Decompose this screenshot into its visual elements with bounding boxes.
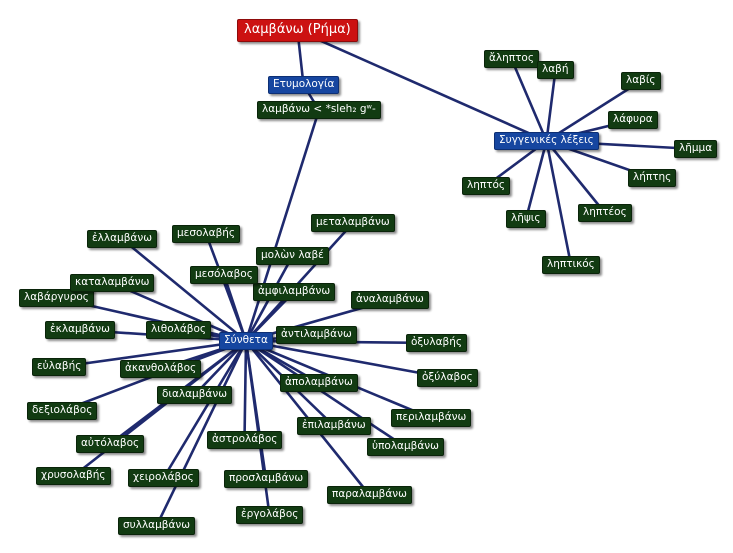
compound-word[interactable]: περιλαμβάνω — [391, 409, 472, 427]
compound-word[interactable]: καταλαμβάνω — [70, 274, 155, 292]
edge-compound-word — [222, 273, 248, 343]
related-word[interactable]: λάφυρα — [608, 111, 658, 129]
related-word[interactable]: λήπτης — [628, 169, 677, 187]
edge-compound-word — [110, 281, 248, 343]
compound-word[interactable]: διαλαμβάνω — [157, 386, 232, 404]
compound-word[interactable]: ὑπολαμβάνω — [367, 438, 444, 456]
edge-related-word — [545, 139, 607, 215]
hub-etymology[interactable]: Ετυμολογία — [268, 76, 340, 94]
edge-compound-word — [243, 339, 248, 442]
etymology-item[interactable]: λαμβάνω < *sleh₂ gʷ- — [257, 101, 381, 119]
compound-word[interactable]: εὐλαβής — [32, 358, 87, 376]
edge-compound-word — [155, 339, 248, 528]
compound-word[interactable]: ἐπιλαμβάνω — [297, 417, 371, 435]
compound-word[interactable]: ἀκανθολάβος — [120, 360, 202, 378]
edge-related-word — [510, 57, 548, 143]
root-node[interactable]: λαμβάνω (Ρήμα) — [237, 19, 358, 42]
related-word[interactable]: ληπτικός — [542, 256, 600, 274]
compound-word[interactable]: ἐλλαμβάνω — [87, 230, 157, 248]
edge-compound-word — [244, 339, 449, 380]
edge-compound-word — [162, 339, 248, 480]
edge-compound-word — [244, 339, 407, 449]
related-word[interactable]: λῆψις — [506, 210, 546, 228]
hub-related-words[interactable]: Συγγενικές λέξεις — [494, 132, 599, 150]
compound-word[interactable]: ὀξυλαβής — [406, 334, 468, 352]
edge-related-word — [545, 68, 557, 143]
edge-etymology-compounds — [244, 108, 321, 343]
hub-compounds[interactable]: Σύνθετα — [219, 332, 273, 350]
compound-word[interactable]: μεσόλαβος — [190, 266, 258, 284]
related-word[interactable]: ἄληπτος — [484, 50, 540, 68]
compound-word[interactable]: μολὼν λαβέ — [256, 247, 329, 265]
compound-word[interactable]: ἀπολαμβάνω — [280, 374, 358, 392]
compound-word[interactable]: ὀξύλαβος — [417, 369, 478, 387]
compound-word[interactable]: λαβάργυρος — [19, 289, 94, 307]
related-word[interactable]: ληπτός — [462, 177, 511, 195]
related-word[interactable]: λῆμμα — [674, 140, 718, 158]
compound-word[interactable]: χρυσολαβής — [36, 467, 111, 485]
edge-root-related — [296, 29, 548, 143]
compound-word[interactable]: συλλαμβάνω — [118, 517, 196, 535]
compound-word[interactable]: ἀντιλαμβάνω — [276, 326, 357, 344]
compound-word[interactable]: προσλαμβάνω — [224, 470, 309, 488]
compound-word[interactable]: δεξιολάβος — [27, 402, 98, 420]
compound-word[interactable]: χειρολάβος — [128, 469, 199, 487]
compound-word[interactable]: μεσολαβής — [172, 225, 241, 243]
edge-related-word — [545, 79, 643, 143]
edge-compound-word — [57, 339, 248, 369]
compound-word[interactable]: ἀμφιλαμβάνω — [253, 283, 336, 301]
related-word[interactable]: λαβίς — [621, 72, 661, 90]
compound-word[interactable]: ἐργολάβος — [236, 506, 304, 524]
compound-word[interactable]: ἐκλαμβάνω — [45, 321, 115, 339]
edge-related-word — [545, 139, 573, 267]
edge-compound-word — [120, 237, 248, 343]
edge-compound-word — [72, 339, 248, 478]
compound-word[interactable]: παραλαμβάνω — [327, 486, 412, 504]
compound-word[interactable]: αὐτόλαβος — [76, 435, 145, 453]
compound-word[interactable]: μεταλαμβάνω — [311, 214, 395, 232]
edge-related-word — [524, 139, 548, 221]
compound-word[interactable]: ἀστρολάβος — [207, 431, 283, 449]
related-word[interactable]: λαβή — [537, 61, 574, 79]
related-word[interactable]: ληπτέος — [578, 204, 632, 222]
compound-word[interactable]: λιθολάβος — [146, 321, 212, 339]
compound-word[interactable]: ἀναλαμβάνω — [351, 291, 429, 309]
